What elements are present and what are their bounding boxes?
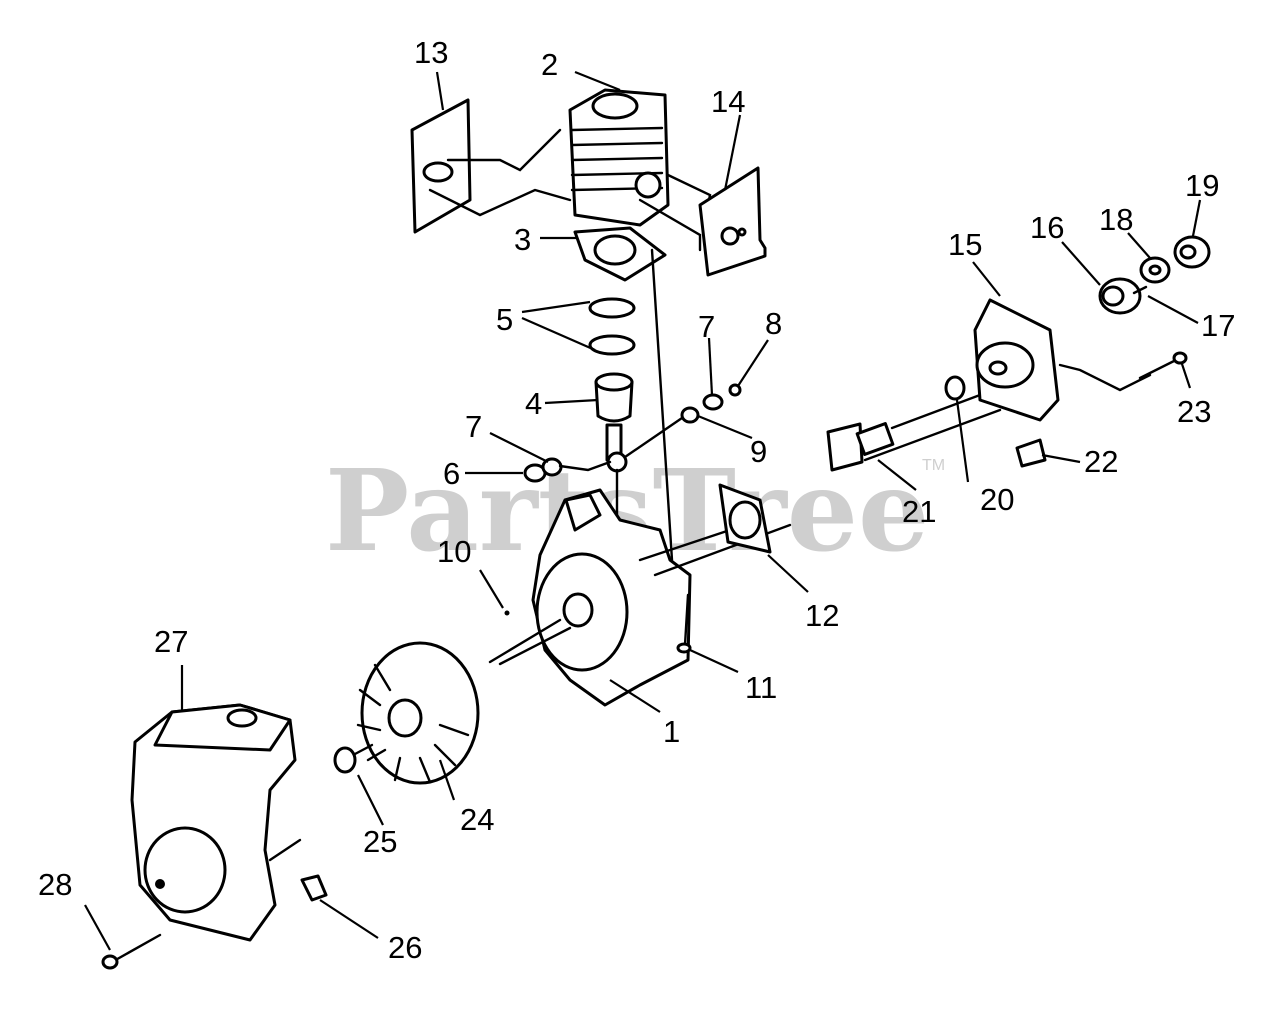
part-26-clip — [300, 874, 328, 902]
callout-3: 3 — [514, 222, 531, 257]
part-14-gasket — [698, 166, 767, 277]
callout-25: 25 — [363, 824, 397, 859]
part-1-crankcase — [488, 488, 792, 707]
part-9-bearing — [623, 406, 700, 459]
callout-24: 24 — [460, 802, 494, 837]
part-4-piston — [594, 372, 634, 532]
part-28-screw — [101, 933, 162, 970]
part-25-washer — [333, 743, 374, 774]
callout-11: 11 — [745, 670, 777, 705]
callout-20: 20 — [980, 482, 1014, 517]
callout-28: 28 — [38, 867, 72, 902]
part-20-washer — [944, 375, 966, 401]
callout-6: 6 — [443, 456, 460, 491]
part-17-spring — [1132, 285, 1148, 295]
callout-16: 16 — [1030, 210, 1064, 245]
callout-18: 18 — [1099, 202, 1133, 237]
callout-21: 21 — [902, 494, 936, 529]
part-7-washer-left — [541, 457, 612, 477]
callout-10: 10 — [437, 534, 471, 569]
part-24-flywheel — [356, 641, 480, 785]
callout-1: 1 — [663, 714, 680, 749]
part-5-piston-rings — [588, 297, 636, 356]
part-19-nut — [1173, 235, 1211, 269]
watermark-trademark: TM — [922, 457, 945, 474]
callout-13: 13 — [414, 35, 448, 70]
part-13-gasket — [410, 98, 572, 234]
callout-14: 14 — [711, 84, 745, 119]
callout-22: 22 — [1084, 444, 1118, 479]
part-15-housing — [973, 298, 1152, 422]
part-21-clutch-drum — [826, 393, 1002, 472]
callout-9: 9 — [750, 434, 767, 469]
callout-7-left: 7 — [465, 409, 482, 444]
part-8-clip — [728, 383, 742, 397]
part-22-plate — [1015, 438, 1047, 468]
part-10-pin — [504, 610, 510, 616]
leader-lines — [84, 70, 1202, 951]
callout-8: 8 — [765, 306, 782, 341]
part-3-gasket — [573, 226, 674, 562]
callout-19: 19 — [1185, 168, 1219, 203]
callout-12: 12 — [805, 598, 839, 633]
part-12-gasket — [718, 483, 772, 554]
part-11-screw — [676, 593, 692, 654]
part-16-clutch-shoe — [1098, 277, 1142, 315]
callout-2: 2 — [541, 47, 558, 82]
callout-27: 27 — [154, 624, 188, 659]
part-2-cylinder — [568, 88, 712, 252]
part-27-engine-cover — [130, 703, 302, 942]
callout-7-right: 7 — [698, 309, 715, 344]
part-18-washer — [1139, 256, 1171, 284]
part-23-bolt — [1138, 351, 1188, 380]
callout-17: 17 — [1201, 308, 1235, 343]
callout-26: 26 — [388, 930, 422, 965]
callout-5: 5 — [496, 302, 513, 337]
callout-4: 4 — [525, 386, 542, 421]
part-7-washer-right — [702, 393, 724, 411]
callout-15: 15 — [948, 227, 982, 262]
callout-23: 23 — [1177, 394, 1211, 429]
callout-labels: 1 2 3 4 5 6 7 7 8 9 10 11 12 13 14 15 16… — [38, 35, 1235, 965]
